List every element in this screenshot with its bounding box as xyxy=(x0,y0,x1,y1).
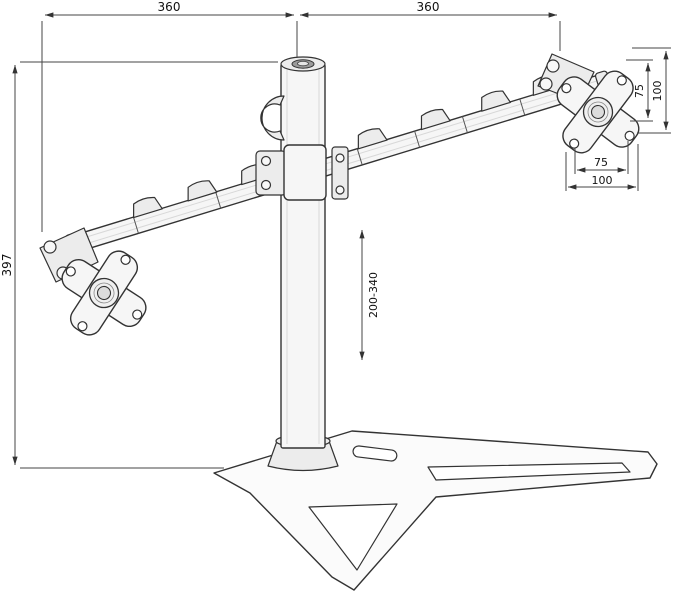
dim-vesa-horizontal-outer: 100 xyxy=(592,174,613,187)
dim-vesa-horizontal-inner: 75 xyxy=(594,156,608,169)
vesa-hole xyxy=(561,83,572,94)
center-clamp xyxy=(255,144,349,201)
dimension-lines: 360 360 397 200-340 100 75 75 100 xyxy=(0,0,671,469)
vesa-hole xyxy=(132,309,143,320)
pole xyxy=(280,56,326,449)
dim-height: 397 xyxy=(0,254,14,277)
dim-arm-span-right: 360 xyxy=(417,0,440,14)
vesa-hole xyxy=(120,254,131,265)
clamp-bolt xyxy=(260,155,272,167)
dim-vesa-vertical-outer: 100 xyxy=(651,81,664,102)
clamp-bolt xyxy=(335,185,345,195)
dim-vesa-vertical-inner: 75 xyxy=(633,84,646,98)
clamp-bolt xyxy=(260,179,272,191)
right-vesa-plate xyxy=(556,70,640,154)
vesa-hole xyxy=(616,75,627,86)
arm-clamp-blocks xyxy=(133,74,563,219)
vesa-hole xyxy=(569,138,580,149)
base-plate xyxy=(213,430,658,591)
base-triangle-cutout xyxy=(308,503,398,571)
base-handle-slot xyxy=(352,445,398,462)
base-slot-cutout xyxy=(427,462,631,481)
cable-hook xyxy=(260,95,285,141)
vesa-hole xyxy=(624,130,635,141)
left-vesa-plate xyxy=(61,250,147,336)
dim-arm-span-left: 360 xyxy=(158,0,181,14)
vesa-hole xyxy=(77,321,88,332)
vesa-hole xyxy=(65,266,76,277)
dim-height-adjustment: 200-340 xyxy=(367,272,380,318)
clamp-bolt xyxy=(335,153,345,163)
